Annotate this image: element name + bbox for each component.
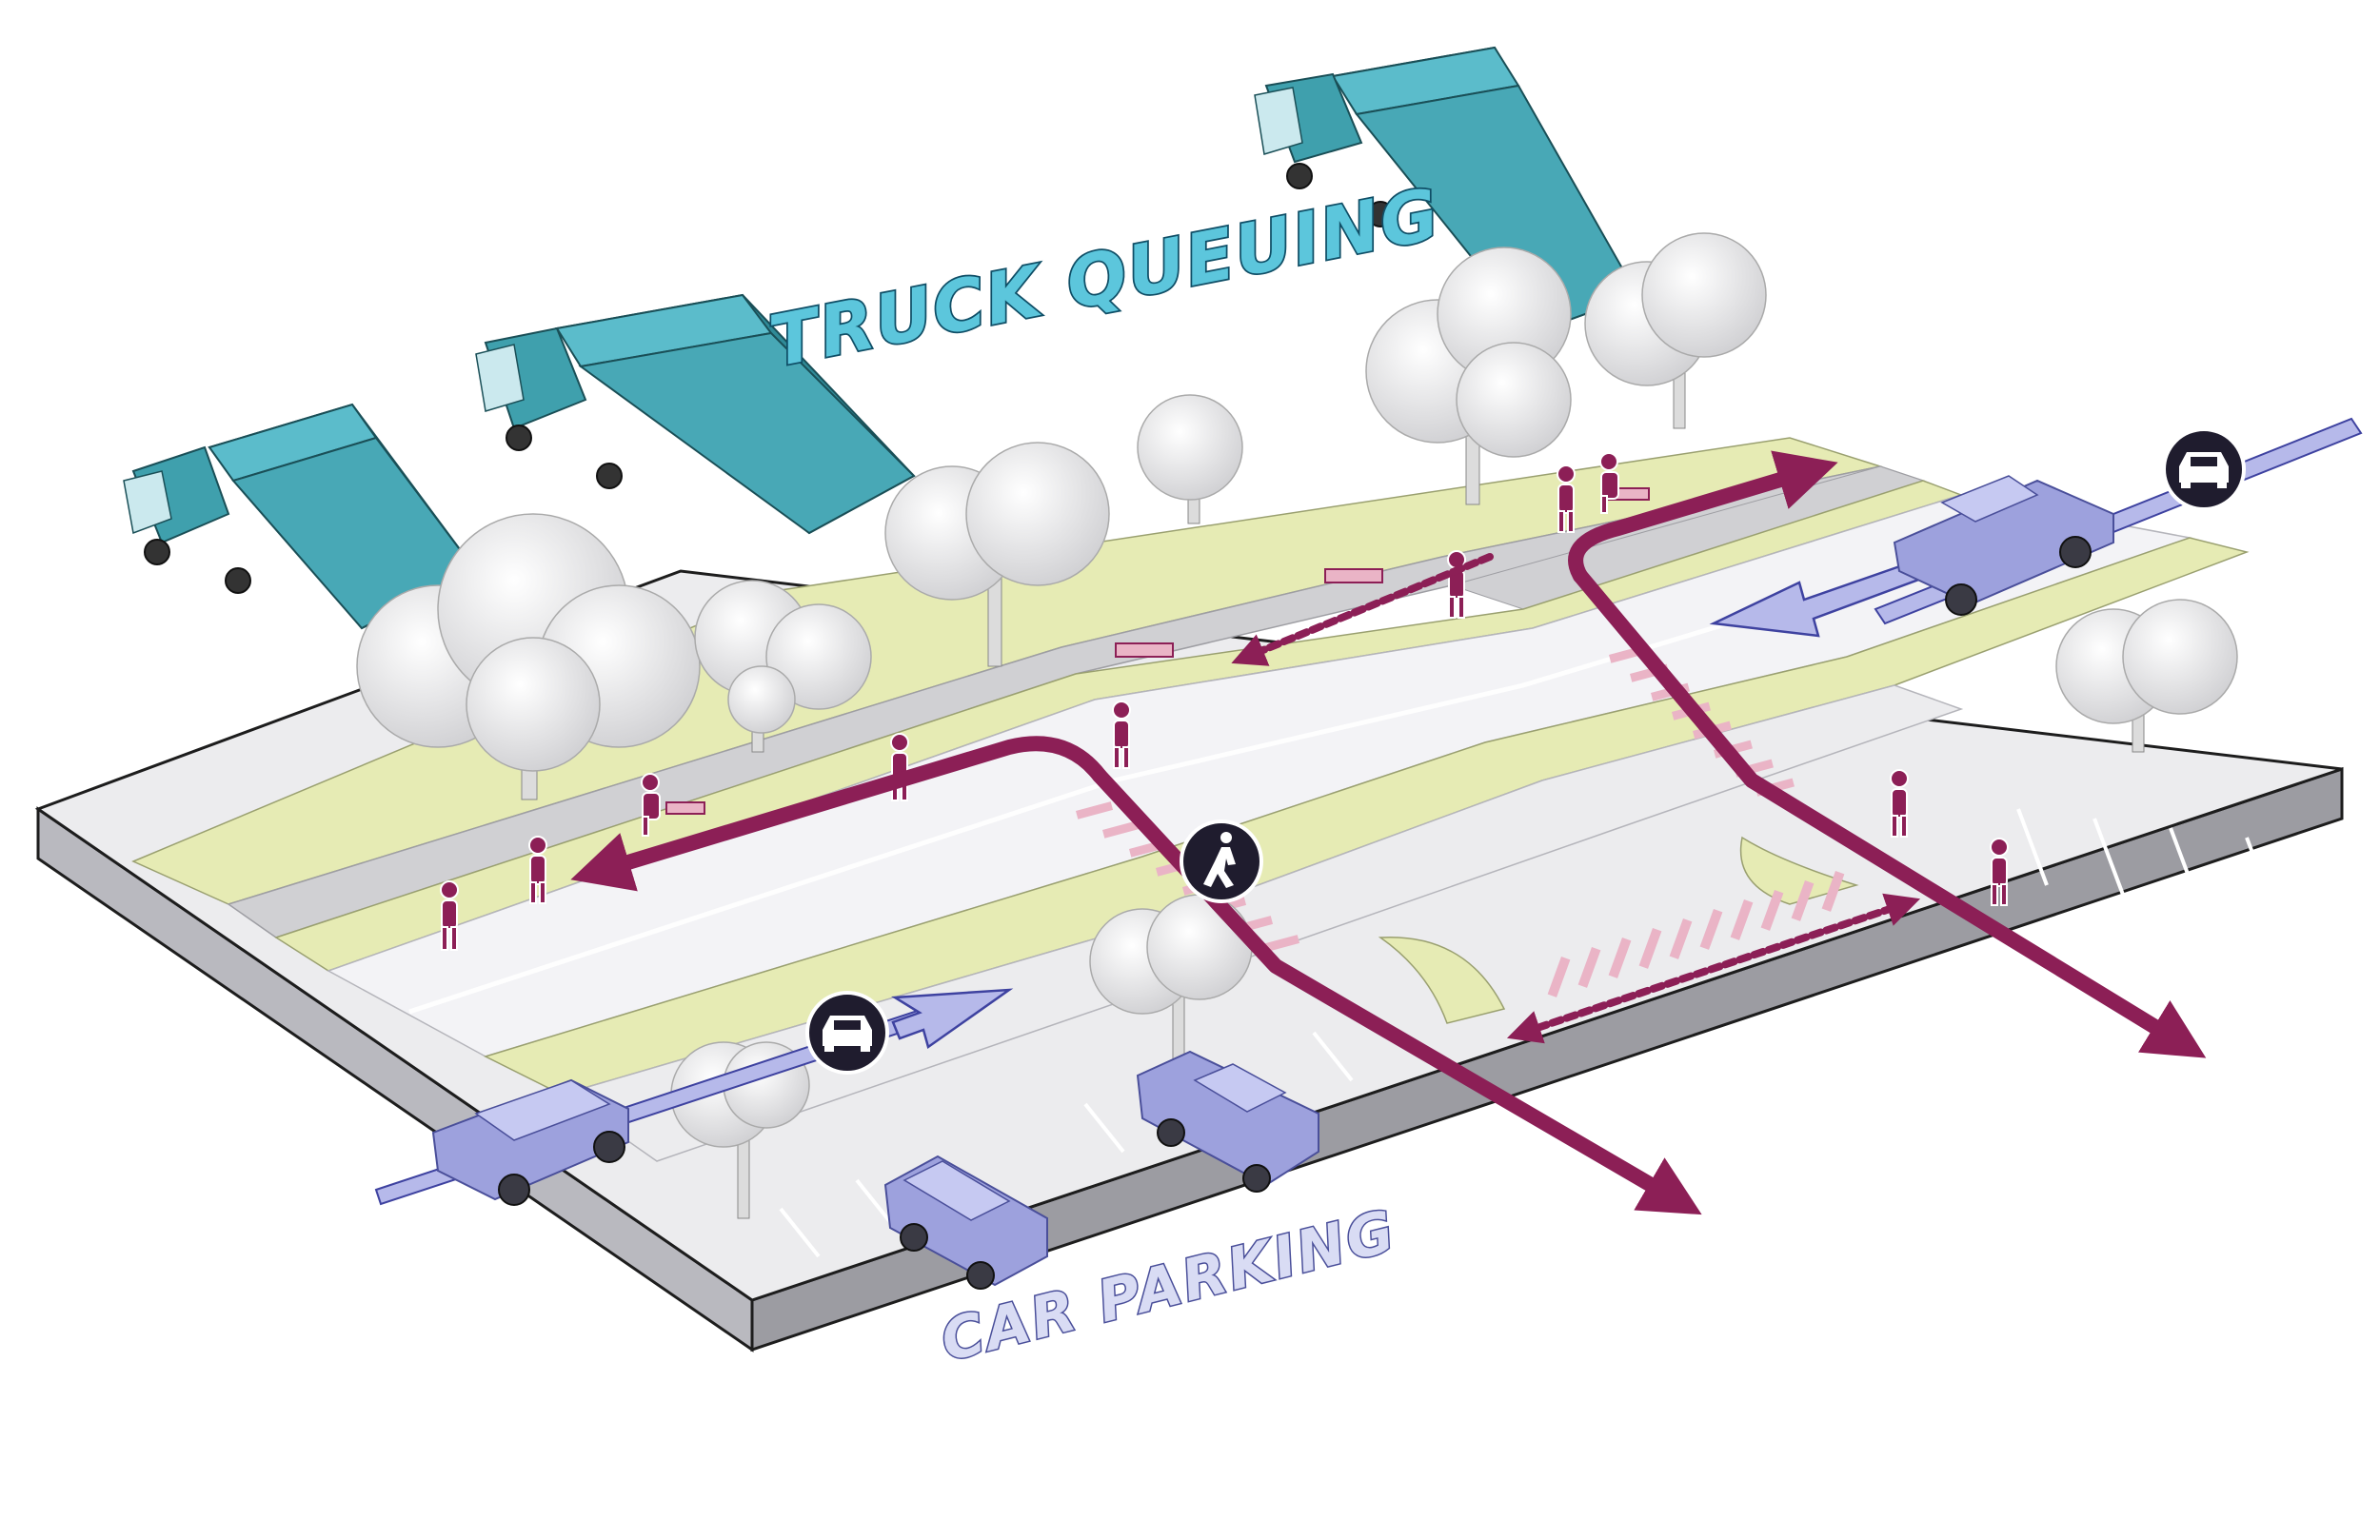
truck-middle (475, 293, 916, 535)
ped-path-top (1568, 450, 1838, 583)
pickup-truck-top-right (1893, 475, 2114, 616)
corner-island-left (1378, 936, 1506, 1024)
truck-left (123, 403, 478, 630)
pedestrian-figures (440, 452, 2009, 951)
tree-back-right (1365, 247, 1572, 505)
ped-path-left (570, 736, 1107, 892)
tree-back-far-right (1584, 232, 1767, 429)
truck-queuing-label: TRUCK QUEUING (764, 173, 1447, 384)
pedestrian-path-arrows (570, 450, 2207, 1215)
truck-right (1254, 46, 1639, 335)
ped-path-cross-right (1573, 568, 2207, 1058)
suv-bottom-left (431, 1078, 629, 1206)
ped-path-dashed-front (1506, 893, 1921, 1044)
car-icon (2162, 427, 2246, 511)
tree-canopy-large-left (356, 513, 701, 800)
tree-center-back (884, 442, 1110, 667)
tree-left-small (694, 580, 872, 753)
suv-parked (883, 1155, 1048, 1290)
corner-island-right (1739, 836, 1859, 905)
car-icon (805, 991, 889, 1075)
pedestrian-icon (1180, 819, 1263, 903)
tree-back-small (1137, 394, 1243, 524)
tree-right-corner (2055, 599, 2238, 753)
pickup-truck-parked (1136, 1050, 1319, 1193)
ped-path-cross-left (1092, 768, 1702, 1215)
ped-path-dashed-back (1231, 553, 1494, 666)
